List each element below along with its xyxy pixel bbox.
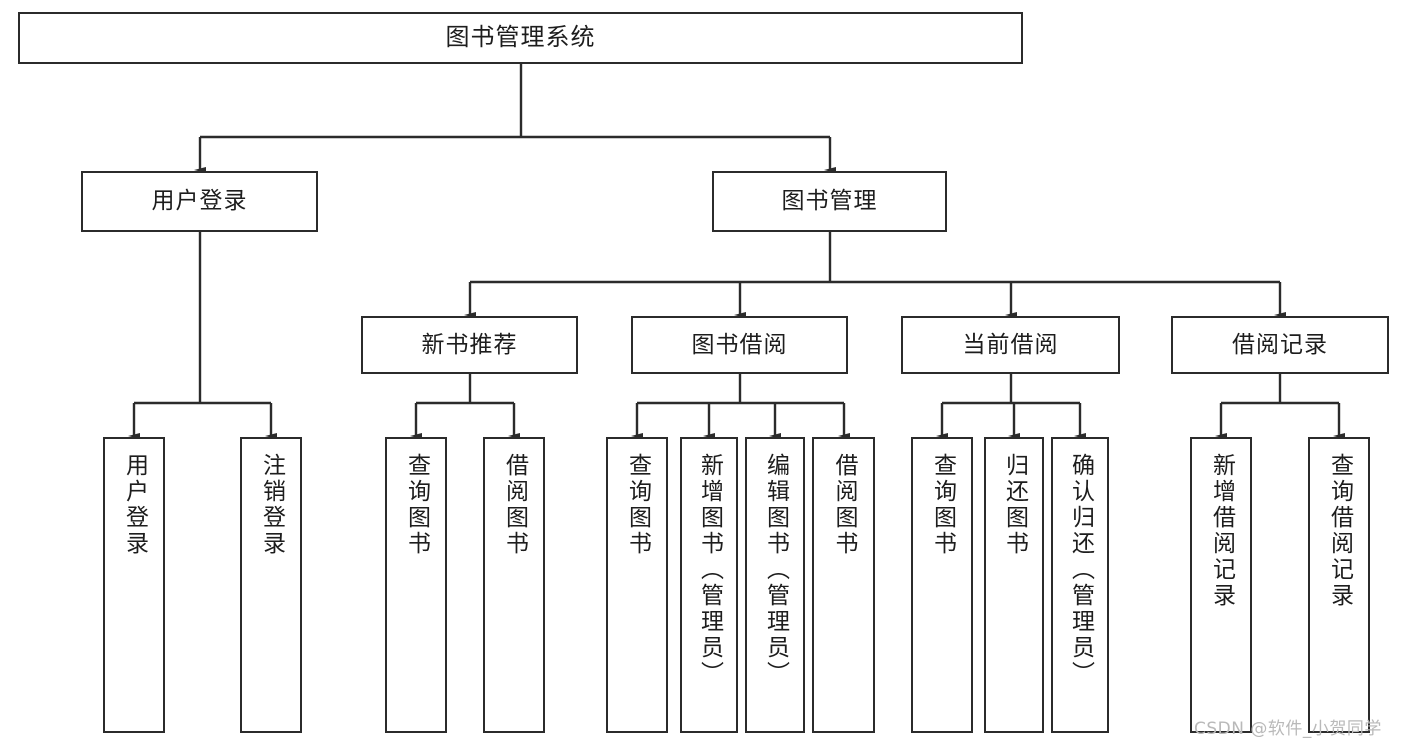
node-label: 新增图书（管理员）	[696, 453, 723, 687]
node-label: 新增借阅记录	[1208, 453, 1235, 609]
node-label: 归还图书	[1001, 453, 1028, 557]
node-label: 借阅图书	[501, 453, 528, 557]
node-label: 查询图书	[929, 453, 956, 557]
node-label: 用户登录	[121, 453, 148, 557]
node-leaf-query-1[interactable]: 查询图书	[385, 437, 447, 733]
node-label: 当前借阅	[962, 331, 1059, 358]
node-label: 图书管理系统	[445, 23, 596, 52]
node-bookmgmt[interactable]: 图书管理	[712, 171, 947, 232]
node-label: 编辑图书（管理员）	[762, 453, 789, 687]
node-root[interactable]: 图书管理系统	[18, 12, 1023, 64]
node-newbook[interactable]: 新书推荐	[361, 316, 578, 374]
node-label: 查询借阅记录	[1326, 453, 1353, 609]
node-label: 新书推荐	[421, 331, 518, 358]
node-leaf-borrow-2[interactable]: 借阅图书	[812, 437, 875, 733]
csdn-watermark: CSDN @软件_小贺同学	[1194, 719, 1382, 739]
node-leaf-add-book[interactable]: 新增图书（管理员）	[680, 437, 738, 733]
node-label: 借阅记录	[1232, 331, 1328, 358]
node-label: 图书借阅	[691, 331, 788, 358]
node-records[interactable]: 借阅记录	[1171, 316, 1389, 374]
node-login[interactable]: 用户登录	[81, 171, 318, 232]
node-label: 查询图书	[403, 453, 430, 557]
node-leaf-confirm[interactable]: 确认归还（管理员）	[1051, 437, 1109, 733]
node-label: 用户登录	[151, 188, 248, 215]
node-leaf-logout[interactable]: 注销登录	[240, 437, 302, 733]
node-label: 借阅图书	[831, 453, 857, 557]
node-leaf-query-2[interactable]: 查询图书	[606, 437, 668, 733]
node-label: 注销登录	[258, 453, 285, 557]
node-borrow[interactable]: 图书借阅	[631, 316, 848, 374]
node-leaf-add-rec[interactable]: 新增借阅记录	[1190, 437, 1252, 733]
node-leaf-query-rec[interactable]: 查询借阅记录	[1308, 437, 1370, 733]
node-label: 查询图书	[624, 453, 651, 557]
node-leaf-login[interactable]: 用户登录	[103, 437, 165, 733]
node-label: 确认归还（管理员）	[1067, 453, 1094, 687]
node-current[interactable]: 当前借阅	[901, 316, 1120, 374]
node-leaf-borrow-1[interactable]: 借阅图书	[483, 437, 545, 733]
node-leaf-edit-book[interactable]: 编辑图书（管理员）	[745, 437, 805, 733]
node-leaf-return[interactable]: 归还图书	[984, 437, 1044, 733]
node-label: 图书管理	[781, 188, 878, 215]
node-leaf-query-3[interactable]: 查询图书	[911, 437, 973, 733]
